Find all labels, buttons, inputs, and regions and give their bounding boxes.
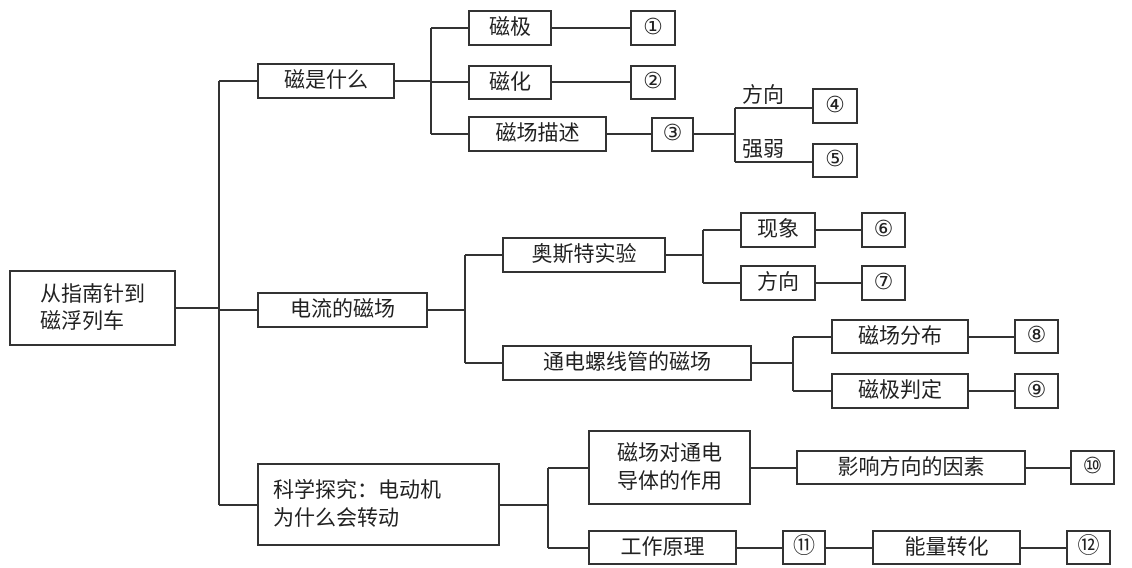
blank-4: ④	[812, 88, 858, 124]
blank-8: ⑧	[1014, 319, 1059, 354]
blank-2: ②	[630, 65, 676, 100]
root-topic: 从指南针到 磁浮列车	[9, 270, 176, 346]
topic-pole-rule: 磁极判定	[831, 373, 969, 409]
label-direction: 方向	[742, 83, 784, 107]
blank-9: ⑨	[1014, 373, 1059, 409]
blank-5: ⑤	[812, 143, 858, 178]
blank-11: ⑪	[782, 530, 826, 565]
topic-motor: 科学探究：电动机 为什么会转动	[257, 463, 500, 546]
topic-magnetic-poles: 磁极	[468, 10, 552, 46]
topic-field-description: 磁场描述	[468, 116, 607, 152]
topic-solenoid: 通电螺线管的磁场	[502, 345, 752, 381]
topic-working-principle: 工作原理	[588, 530, 737, 565]
topic-field-distribution: 磁场分布	[831, 319, 969, 354]
blank-10: ⑩	[1070, 450, 1115, 485]
topic-phenomenon: 现象	[740, 212, 816, 248]
topic-direction: 方向	[740, 265, 816, 301]
topic-direction-factors: 影响方向的因素	[796, 450, 1026, 485]
blank-12: ⑫	[1066, 530, 1111, 565]
blank-7: ⑦	[861, 265, 906, 301]
label-strength: 强弱	[742, 137, 784, 161]
blank-1: ①	[630, 10, 676, 46]
topic-oersted: 奥斯特实验	[502, 237, 666, 273]
topic-magnetization: 磁化	[468, 65, 552, 100]
blank-3: ③	[651, 117, 694, 152]
topic-current-field: 电流的磁场	[257, 292, 428, 328]
blank-6: ⑥	[861, 212, 906, 248]
topic-force-on-conductor: 磁场对通电 导体的作用	[588, 430, 751, 505]
topic-what-is-magnetism: 磁是什么	[257, 63, 395, 99]
topic-energy-conversion: 能量转化	[872, 530, 1021, 565]
